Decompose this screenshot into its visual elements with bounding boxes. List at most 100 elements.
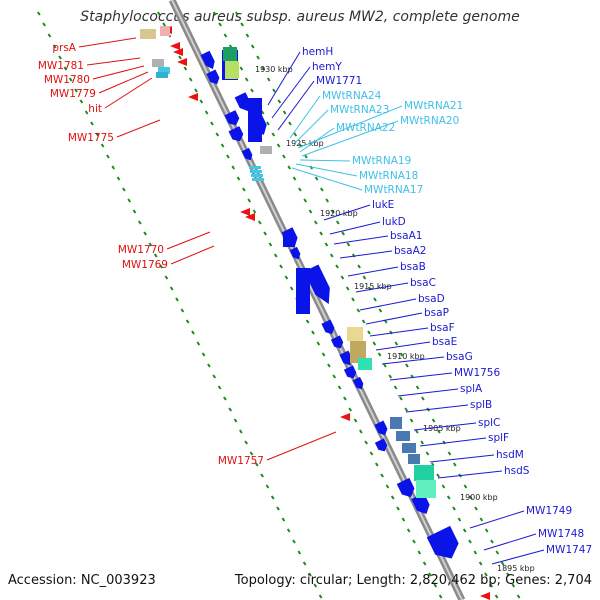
tick-mark [431,418,436,423]
gene-label-mw1749: MW1749 [526,505,572,517]
tick-mark [377,352,382,357]
cds-feature [304,264,330,304]
tick-mark [111,165,116,170]
tick-mark [393,385,398,390]
tick-mark [330,209,335,214]
tick-mark [356,308,361,313]
tick-mark [462,528,467,533]
tick-mark [282,154,286,159]
tick-mark [383,363,387,368]
gene-label-spla: splA [460,383,483,395]
tick-mark [474,506,478,511]
label-leader-line [98,71,149,94]
label-leader-line [347,266,399,277]
tick-mark [325,198,330,203]
tick-mark [495,550,500,555]
tick-mark [143,231,147,236]
tick-mark [265,484,270,489]
cds-feature [411,492,430,514]
tick-mark [293,132,298,137]
trna-feature [158,67,170,74]
label-leader-line [339,250,393,259]
gene-label-mwtrna22: MWtRNA22 [336,122,395,134]
tick-mark [231,165,236,170]
tick-mark [415,429,419,434]
label-leader-line [381,356,445,365]
gene-label-bsaf: bsaF [430,322,455,334]
tick-mark [185,319,190,324]
label-leader-line [323,204,371,221]
reverse-cds-feature [240,208,250,216]
tick-mark [341,231,345,236]
tick-mark [314,176,319,181]
tick-mark [215,132,220,137]
tick-mark [343,396,347,401]
gene-label-mw1757: MW1757 [218,455,264,467]
cds-feature [224,110,240,126]
label-leader-line [295,163,358,177]
gene-label-bsae: bsaE [432,336,457,348]
tick-mark [191,330,195,335]
tick-mark [282,110,287,115]
reverse-cds-feature [177,58,187,66]
label-leader-line [369,327,429,337]
tick-mark [484,572,488,577]
cds-feature [330,335,344,349]
label-leader-line [299,127,335,153]
tick-mark [247,198,252,203]
gene-label-bsab: bsaB [400,261,426,273]
label-leader-line [419,437,487,447]
tick-mark [52,44,57,49]
label-leader-line [294,109,329,144]
tick-mark [437,429,441,434]
tick-mark [234,11,239,16]
feature-khaki [140,29,156,39]
cds-feature [374,420,388,436]
gene-label-mwtrna23: MWtRNA23 [330,104,389,116]
tick-mark [412,539,416,544]
gene-label-mw1756: MW1756 [454,367,500,379]
scale-label: 1910 kbp [387,352,425,361]
tick-mark [357,264,361,269]
tick-mark [364,440,368,445]
tick-mark [436,473,440,478]
tick-mark [396,506,400,511]
gene-label-hemh: hemH [302,46,333,58]
tick-mark [201,352,206,357]
gene-label-mwtrna18: MWtRNA18 [359,170,418,182]
label-leader-line [333,235,389,245]
gene-label-prsa: prsA [52,42,76,54]
tick-mark [220,143,225,148]
tick-mark [276,143,281,148]
tick-mark [420,440,424,445]
tick-mark [359,429,363,434]
tick-mark [164,275,169,280]
tick-mark [194,88,198,93]
tick-mark [442,440,446,445]
label-leader-line [329,221,381,235]
cds-feature [343,365,357,379]
scale-label: 1905 kbp [423,424,461,433]
tick-mark [218,22,222,27]
gene-features [140,26,490,600]
tick-mark [297,550,302,555]
tick-mark [288,121,292,126]
tick-mark [335,264,339,269]
tick-mark [447,451,452,456]
tick-mark [318,594,323,599]
gene-label-mw1775: MW1775 [68,132,114,144]
trna-feature [250,170,262,173]
tick-mark [327,363,331,368]
gene-label-lukd: lukD [382,216,406,228]
genome-stats-label: Topology: circular; Length: 2,820,462 bp… [234,573,592,588]
trna-feature [252,178,264,181]
label-leader-line [437,470,503,479]
gene-label-mw1781: MW1781 [38,60,84,72]
tick-mark [271,132,276,137]
tick-mark [95,132,100,137]
tick-mark [319,231,323,236]
tick-mark [162,22,166,27]
feature-steel [402,443,416,453]
feature-pink [160,26,170,36]
map-title: Staphylococcus aureus subsp. aureus MW2,… [80,9,520,25]
